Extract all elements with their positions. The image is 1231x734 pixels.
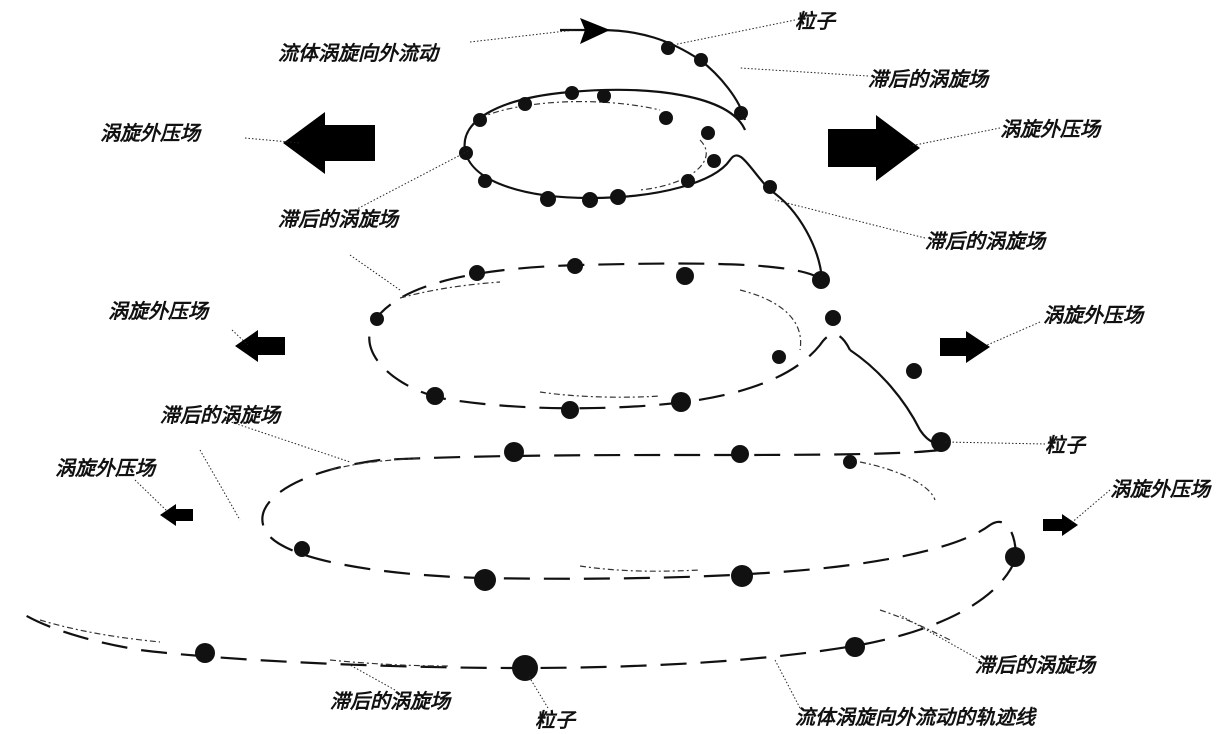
orbit-connector-1: [769, 189, 824, 281]
particle-dot: [845, 637, 865, 657]
particle-dot: [478, 174, 492, 188]
particle-dot: [731, 445, 749, 463]
pressure-arrow-left-3: [160, 504, 193, 526]
particle-dot: [469, 265, 485, 281]
particle-dot: [694, 53, 708, 67]
particle-dot: [426, 387, 444, 405]
particle-dot: [825, 310, 841, 326]
particle-dot: [474, 569, 496, 591]
particle-dot: [843, 455, 857, 469]
wake-ring-3: [329, 457, 936, 572]
particle-dot: [473, 113, 487, 127]
particle-dot: [567, 258, 583, 274]
particles: [195, 41, 1025, 681]
particle-dot: [763, 180, 777, 194]
wake-ring-1: [479, 101, 707, 191]
particle-dot: [561, 401, 579, 419]
particle-dot: [1005, 547, 1025, 567]
orbit-ring-1: [463, 88, 771, 200]
label-trajectory-bottom: 流体涡旋向外流动的轨迹线: [795, 705, 1038, 729]
particle-dot: [707, 154, 721, 168]
label-fluid-vortex-outward: 流体涡旋向外流动: [278, 41, 441, 65]
particle-dot: [676, 267, 694, 285]
particle-dot: [812, 271, 830, 289]
label-particle-mid: 粒子: [1045, 433, 1087, 457]
label-lagging-vortex-top-right: 滞后的涡旋场: [868, 67, 990, 91]
particle-dot: [671, 392, 691, 412]
top-flow-arrow: [580, 18, 610, 44]
pressure-arrow-right-2: [940, 331, 990, 363]
particle-dot: [701, 126, 715, 140]
label-vortex-pressure-right-2: 涡旋外压场: [1043, 303, 1145, 327]
label-lagging-vortex-right-2: 滞后的涡旋场: [925, 229, 1047, 253]
pressure-arrow-right-1: [828, 115, 920, 181]
label-vortex-pressure-right-1: 涡旋外压场: [1000, 117, 1102, 141]
particle-dot: [518, 97, 532, 111]
orbit-ring-3: [261, 448, 1018, 580]
particle-dot: [565, 86, 579, 100]
label-lagging-vortex-left-2: 滞后的涡旋场: [278, 207, 400, 231]
particle-dot: [731, 565, 753, 587]
particle-dot: [661, 41, 675, 55]
label-lagging-vortex-left-3: 滞后的涡旋场: [160, 403, 282, 427]
particle-dot: [597, 89, 611, 103]
particle-dot: [540, 191, 556, 207]
particle-dot: [906, 363, 922, 379]
orbit-ring-2: [368, 262, 851, 410]
label-vortex-pressure-right-3: 涡旋外压场: [1110, 477, 1212, 501]
particle-dot: [504, 442, 524, 462]
label-vortex-pressure-left-2: 涡旋外压场: [108, 299, 210, 323]
label-lagging-vortex-bottom: 滞后的涡旋场: [330, 689, 452, 713]
pressure-arrow-left-2: [235, 330, 285, 362]
particle-dot: [772, 350, 786, 364]
particle-dot: [681, 174, 695, 188]
label-vortex-pressure-left-1: 涡旋外压场: [100, 121, 202, 145]
particle-dot: [931, 432, 951, 452]
pressure-arrow-right-3: [1043, 514, 1078, 536]
label-vortex-pressure-left-3: 涡旋外压场: [55, 456, 157, 480]
particle-dot: [370, 312, 384, 326]
pressure-arrow-left-1: [283, 112, 375, 174]
particle-dot: [582, 192, 598, 208]
particle-dot: [294, 541, 310, 557]
particle-dot: [610, 189, 626, 205]
particle-dot: [659, 111, 673, 125]
particle-dot: [734, 106, 748, 120]
leader-lines: [134, 19, 1111, 709]
particle-dot: [512, 655, 538, 681]
wake-ring-4: [39, 609, 951, 667]
orbit-connector-2: [849, 349, 946, 445]
label-particle-top: 粒子: [795, 9, 837, 33]
particle-dot: [195, 643, 215, 663]
label-particle-bottom: 粒子: [535, 708, 577, 732]
orbit-ring-4: [19, 557, 1018, 670]
label-lagging-vortex-right-4: 滞后的涡旋场: [975, 653, 1097, 677]
wake-ring-2: [399, 281, 802, 398]
particle-dot: [459, 146, 473, 160]
